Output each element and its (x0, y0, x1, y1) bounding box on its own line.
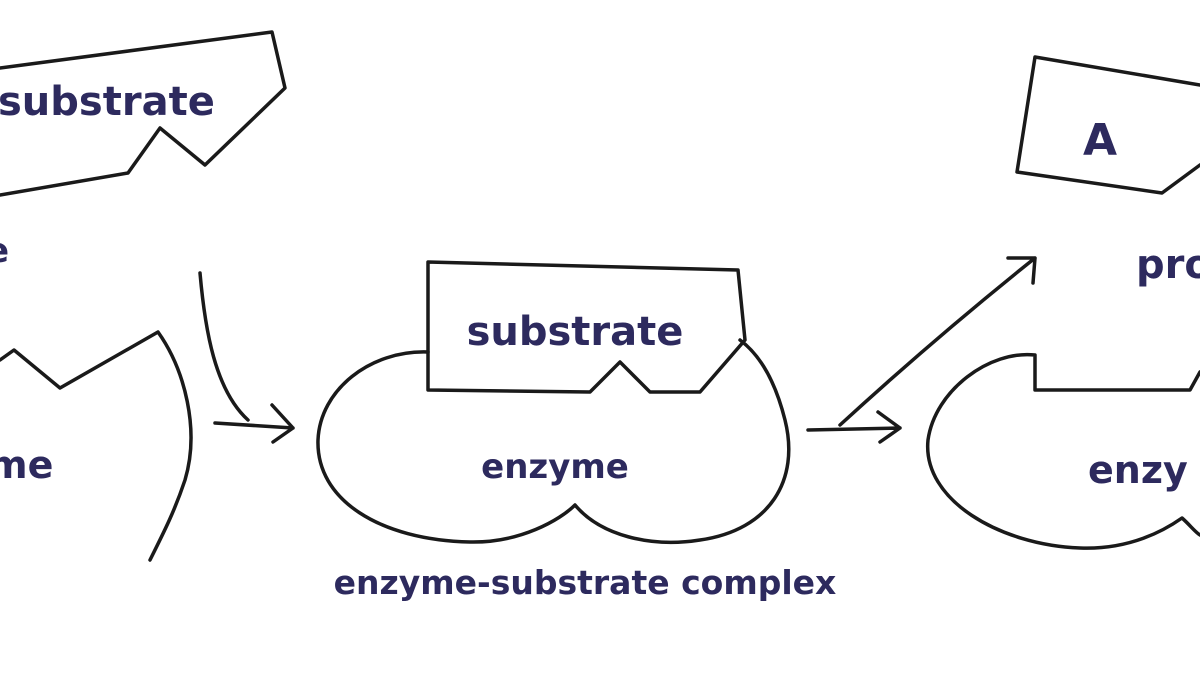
right-enzyme-shape (926, 352, 1200, 550)
right-enzyme-label: enzy (1088, 448, 1188, 492)
left-enzyme-label: me (0, 443, 53, 487)
straight-arrow (213, 403, 295, 444)
center-enzyme-label: enzyme (481, 447, 629, 487)
center-substrate-label: substrate (467, 309, 684, 355)
left-substrate-shape (0, 30, 287, 197)
product-label: A (1083, 115, 1117, 166)
products-label: pro (1136, 242, 1200, 288)
center-enzyme-shape (316, 338, 791, 545)
left-enzyme-shape (0, 330, 193, 562)
curved-arrow (198, 271, 250, 422)
left-fragment-label: e (0, 231, 9, 271)
product-release-arrow (838, 256, 1037, 427)
enzyme-release-arrow (806, 410, 902, 444)
center-substrate-shape (426, 260, 747, 394)
complex-caption: enzyme-substrate complex (334, 563, 837, 602)
left-substrate-label: substrate (0, 79, 215, 125)
product-shape (1015, 55, 1200, 195)
